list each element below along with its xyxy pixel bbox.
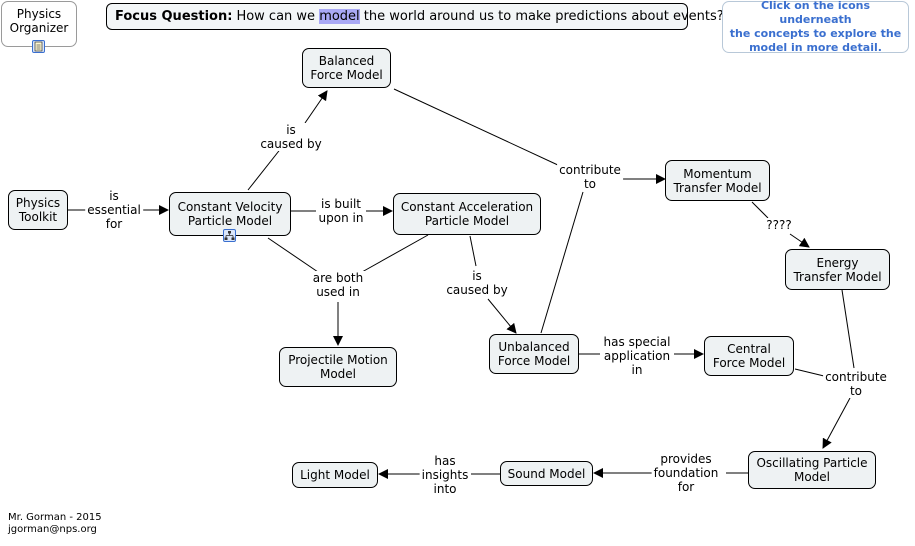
node-physics-organizer-label: Physics Organizer <box>9 7 69 35</box>
node-oscillating-particle-model-label: Oscillating Particle Model <box>756 456 868 484</box>
node-oscillating-particle-model[interactable]: Oscillating Particle Model <box>748 451 876 489</box>
link-has-special-application-in: has special application in <box>601 335 673 377</box>
node-light-model-label: Light Model <box>300 468 370 482</box>
node-unbalanced-force-model-label: Unbalanced Force Model <box>497 340 571 368</box>
document-icon[interactable] <box>32 40 45 53</box>
author-credit: Mr. Gorman - 2015 jgorman@nps.org <box>8 512 102 535</box>
node-constant-acceleration-particle-model-label: Constant Acceleration Particle Model <box>400 200 534 228</box>
link-contribute-to-oscillating: contribute to <box>823 370 889 398</box>
link-are-both-used-in: are both used in <box>310 271 366 299</box>
link-question-marks: ???? <box>764 218 794 232</box>
link-is-built-upon-in: is built upon in <box>316 197 366 225</box>
node-projectile-motion-model-label: Projectile Motion Model <box>288 353 388 381</box>
node-energy-transfer-model-label: Energy Transfer Model <box>793 255 882 284</box>
node-sound-model-label: Sound Model <box>507 466 586 481</box>
node-central-force-model-label: Central Force Model <box>712 342 786 370</box>
focus-question: Focus Question: How can we model the wor… <box>106 3 724 30</box>
link-is-essential-for: is essential for <box>85 189 143 231</box>
node-momentum-transfer-model-label: Momentum Transfer Model <box>673 166 762 195</box>
link-is-caused-by-unbalanced: is caused by <box>444 269 510 297</box>
node-central-force-model[interactable]: Central Force Model <box>704 336 794 376</box>
node-balanced-force-model-label: Balanced Force Model <box>310 54 383 82</box>
focus-question-label: Focus Question: <box>115 9 233 24</box>
node-unbalanced-force-model[interactable]: Unbalanced Force Model <box>489 334 579 374</box>
network-icon-glyph <box>224 231 235 240</box>
link-contribute-to-momentum: contribute to <box>557 163 623 191</box>
network-icon[interactable] <box>223 229 236 242</box>
focus-question-text-post: the world around us to make predictions … <box>359 9 724 24</box>
node-constant-velocity-particle-model-label: Constant Velocity Particle Model <box>177 200 283 228</box>
node-constant-acceleration-particle-model[interactable]: Constant Acceleration Particle Model <box>393 193 541 235</box>
node-physics-toolkit[interactable]: Physics Toolkit <box>8 190 68 230</box>
node-energy-transfer-model[interactable]: Energy Transfer Model <box>785 249 890 290</box>
focus-question-text-pre: How can we <box>236 9 320 24</box>
node-projectile-motion-model[interactable]: Projectile Motion Model <box>279 347 397 387</box>
node-sound-model[interactable]: Sound Model <box>500 461 593 486</box>
node-momentum-transfer-model[interactable]: Momentum Transfer Model <box>665 160 770 201</box>
node-physics-toolkit-label: Physics Toolkit <box>15 196 61 224</box>
link-provides-foundation-for: provides foundation for <box>651 452 721 494</box>
link-is-caused-by-balanced: is caused by <box>258 123 324 151</box>
instructions-note: Click on the icons underneath the concep… <box>722 0 909 54</box>
document-icon-glyph <box>34 41 43 52</box>
node-constant-velocity-particle-model[interactable]: Constant Velocity Particle Model <box>169 192 291 236</box>
node-balanced-force-model[interactable]: Balanced Force Model <box>302 48 391 88</box>
focus-question-highlight: model <box>319 9 360 24</box>
node-light-model[interactable]: Light Model <box>292 462 378 488</box>
link-has-insights-into: has insights into <box>419 454 471 496</box>
